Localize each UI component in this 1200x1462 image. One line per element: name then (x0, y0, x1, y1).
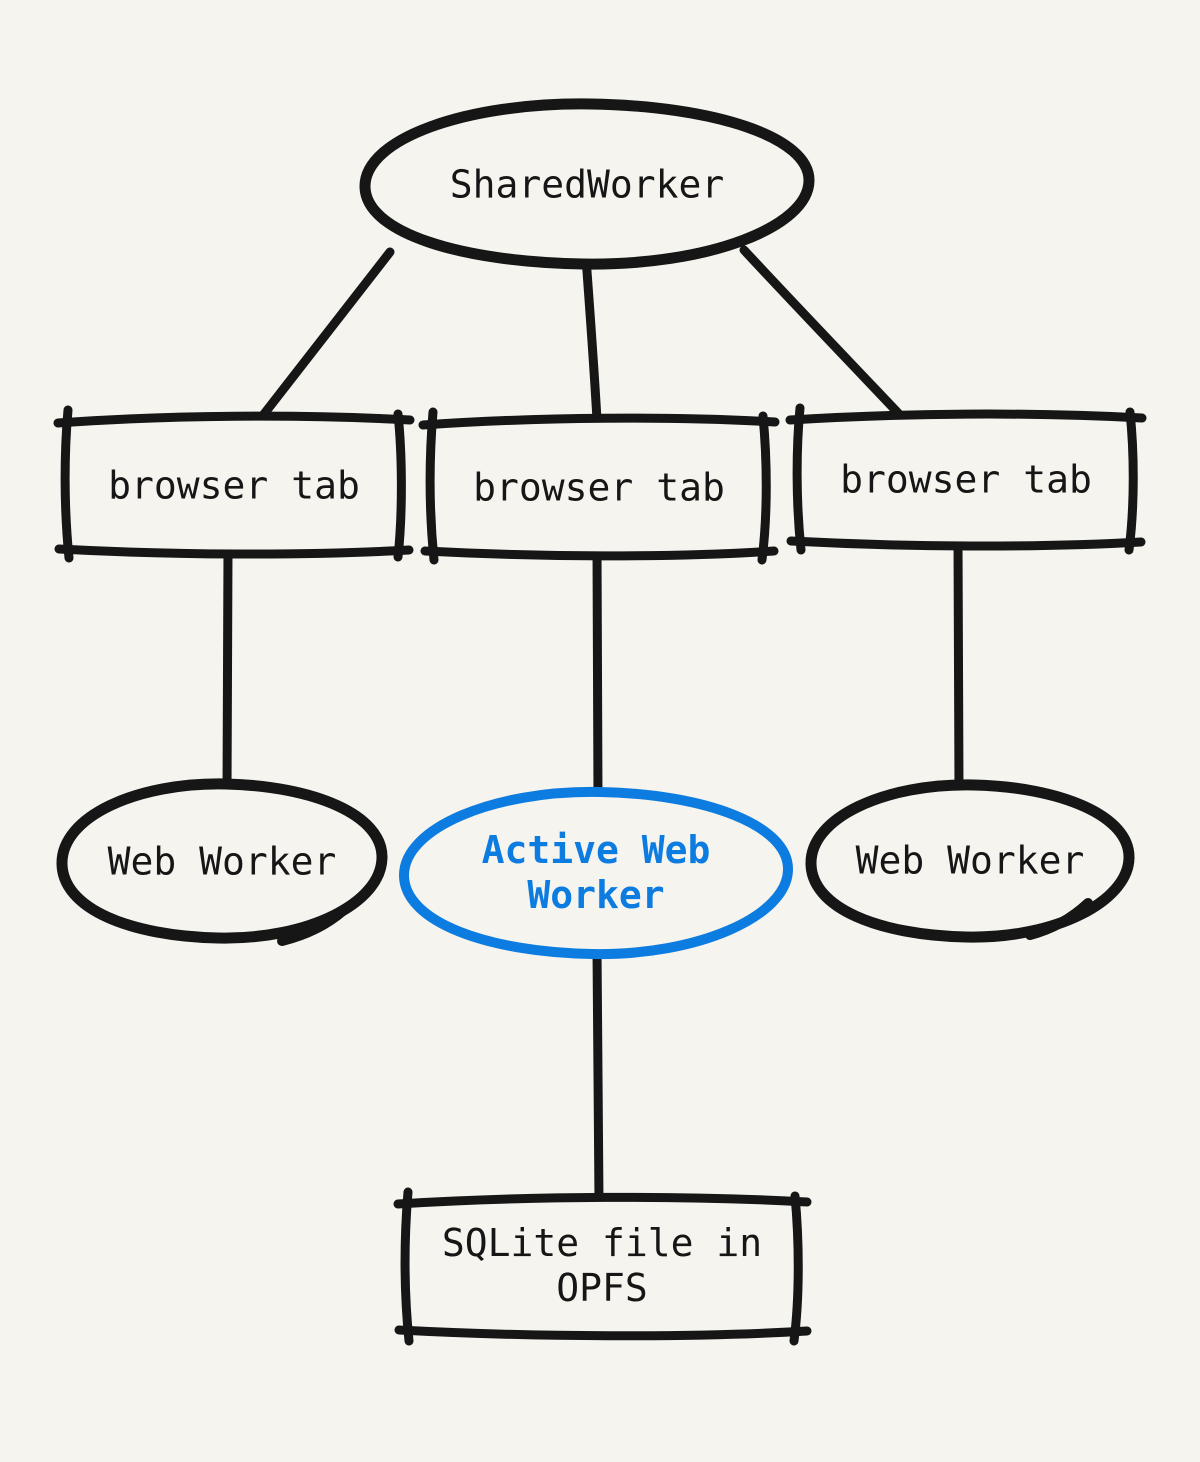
browser-tab-center-label: browser tab (473, 465, 725, 510)
browser-tab-left-node (53, 405, 415, 563)
browser-tab-right-label: browser tab (840, 457, 1092, 502)
shared-worker-node (359, 98, 815, 270)
edge-sharedworker-tab-left (259, 247, 395, 419)
edges (222, 245, 964, 1207)
pen-overlap-stroke (277, 905, 349, 946)
web-worker-right-node (805, 779, 1135, 943)
shared-worker-label: SharedWorker (449, 162, 725, 207)
web-worker-left-node (56, 778, 388, 946)
edge-tab-right-webworker (953, 537, 964, 795)
active-web-worker-node (398, 786, 794, 960)
browser-tab-left-label: browser tab (108, 463, 360, 508)
sqlite-file-label: SQLite file in OPFS (441, 1221, 763, 1310)
sqlite-file-node (393, 1187, 812, 1346)
web-worker-right-label: Web Worker (855, 838, 1085, 883)
pen-overlap-stroke (1025, 898, 1093, 940)
active-web-worker-label: Active Web Worker (481, 828, 711, 917)
browser-tab-right-node (785, 403, 1147, 555)
browser-tab-center-node (418, 407, 780, 565)
edge-sharedworker-tab-center (581, 253, 602, 425)
edge-activeworker-sqlite (592, 945, 604, 1207)
web-worker-left-label: Web Worker (107, 839, 337, 884)
edge-tab-left-webworker (222, 545, 233, 797)
edge-sharedworker-tab-right (739, 245, 904, 419)
edge-tab-center-activeworker (592, 547, 603, 805)
